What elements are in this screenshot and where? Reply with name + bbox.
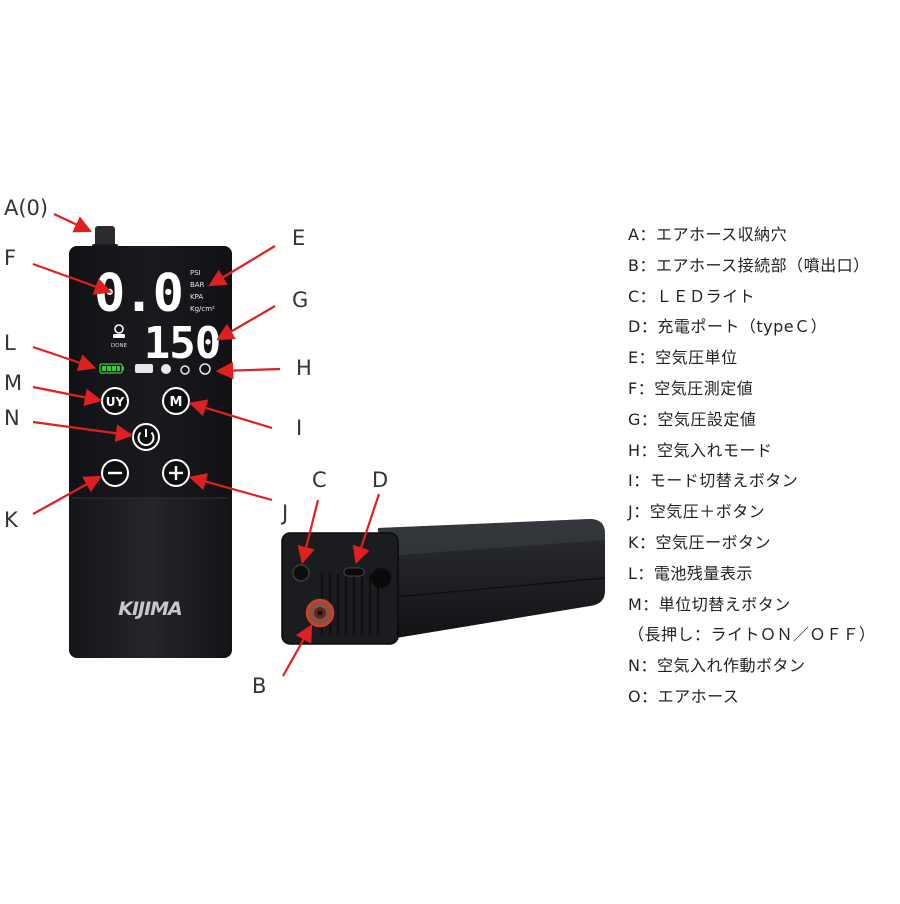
power-icon bbox=[137, 431, 155, 447]
callout-c: C bbox=[312, 468, 327, 492]
done-label: DONE bbox=[111, 343, 128, 349]
mode-icons bbox=[135, 363, 211, 375]
arrow-m bbox=[32, 385, 103, 407]
legend-item-m-note: （長押し：ライトＯＮ／ＯＦＦ） bbox=[628, 625, 876, 645]
hose-nozzle bbox=[95, 226, 115, 248]
callout-h: H bbox=[296, 356, 312, 380]
mode-button[interactable]: M bbox=[162, 387, 190, 415]
side-device bbox=[281, 519, 606, 645]
legend-item-e: E：空気圧単位 bbox=[628, 348, 738, 368]
callout-b: B bbox=[252, 674, 267, 698]
unit-button-label: UY bbox=[106, 395, 125, 409]
arrow-n bbox=[32, 420, 134, 442]
legend-item-l: L：電池残量表示 bbox=[628, 563, 753, 583]
arrow-f bbox=[32, 262, 113, 295]
arrow-a bbox=[53, 213, 92, 233]
minus-button[interactable] bbox=[101, 459, 129, 487]
end-face bbox=[281, 532, 399, 645]
legend-item-g: G：空気圧設定値 bbox=[628, 409, 757, 429]
motorcycle-icon bbox=[161, 364, 171, 374]
car-icon bbox=[135, 364, 153, 373]
arrow-b bbox=[282, 624, 313, 677]
hose-storage-hole bbox=[371, 568, 391, 588]
arrow-d bbox=[352, 493, 381, 565]
legend-item-o: O：エアホース bbox=[628, 686, 740, 706]
arrow-j bbox=[188, 473, 273, 502]
battery-indicator bbox=[99, 363, 124, 374]
unit-bar: BAR bbox=[190, 281, 205, 289]
callout-d: D bbox=[372, 468, 389, 492]
legend-item-f: F：空気圧測定値 bbox=[628, 378, 754, 398]
legend-item-c: C：ＬＥＤライト bbox=[628, 286, 756, 306]
unit-button[interactable]: UY bbox=[101, 387, 129, 415]
arrow-h bbox=[215, 361, 281, 380]
arrow-c bbox=[297, 499, 320, 565]
ball-icon bbox=[199, 363, 211, 375]
led-light bbox=[292, 564, 310, 582]
callout-l: L bbox=[4, 331, 16, 355]
callout-f: F bbox=[4, 246, 17, 270]
callout-m: M bbox=[4, 371, 23, 395]
legend-item-j: J：空気圧＋ボタン bbox=[628, 502, 766, 522]
usb-c-port bbox=[343, 567, 365, 577]
callout-g: G bbox=[292, 288, 309, 312]
legend-item-b: B：エアホース接続部（噴出口） bbox=[628, 255, 870, 275]
arrow-l bbox=[32, 345, 97, 372]
callout-n: N bbox=[4, 406, 20, 430]
measured-pressure-display: 0.0 bbox=[94, 264, 182, 324]
legend-item-k: K：空気圧ーボタン bbox=[628, 532, 771, 552]
callout-e: E bbox=[292, 226, 306, 250]
callout-arrows bbox=[32, 213, 381, 677]
callout-i: I bbox=[296, 416, 303, 440]
callout-j: J bbox=[282, 501, 289, 525]
arrow-g bbox=[216, 305, 276, 341]
pressure-units: PSI BAR KPA Kg/cm² bbox=[190, 269, 215, 313]
front-device: 0.0 PSI BAR KPA Kg/cm² DONE 150 bbox=[69, 226, 232, 658]
person-icon bbox=[114, 324, 124, 334]
plus-button[interactable] bbox=[162, 459, 190, 487]
unit-kgcm2: Kg/cm² bbox=[190, 305, 215, 313]
power-button[interactable] bbox=[132, 423, 160, 451]
callout-k: K bbox=[4, 508, 18, 532]
done-indicator: DONE bbox=[111, 324, 128, 349]
legend-item-i: I：モード切替えボタン bbox=[628, 471, 799, 491]
legend-item-m: M：単位切替えボタン bbox=[628, 594, 791, 614]
bicycle-icon bbox=[180, 365, 190, 375]
unit-kpa: KPA bbox=[190, 293, 203, 301]
legend-item-h: H：空気入れモード bbox=[628, 440, 773, 460]
arrow-i bbox=[188, 399, 273, 430]
mode-button-label: M bbox=[170, 395, 183, 410]
legend-item-n: N：空気入れ作動ボタン bbox=[628, 656, 806, 676]
arrow-e bbox=[208, 245, 276, 287]
set-pressure-display: 150 bbox=[144, 318, 220, 369]
parts-legend: A：エアホース収納穴 B：エアホース接続部（噴出口） C：ＬＥＤライト D：充電… bbox=[628, 220, 896, 713]
brand-logo: KIJIMA bbox=[118, 598, 182, 620]
legend-item-a: A：エアホース収納穴 bbox=[628, 225, 788, 244]
unit-psi: PSI bbox=[190, 269, 201, 277]
arrow-k bbox=[32, 475, 102, 515]
legend-item-d: D：充電ポート（typeＣ） bbox=[628, 317, 828, 337]
callout-a: A(0) bbox=[4, 196, 49, 220]
